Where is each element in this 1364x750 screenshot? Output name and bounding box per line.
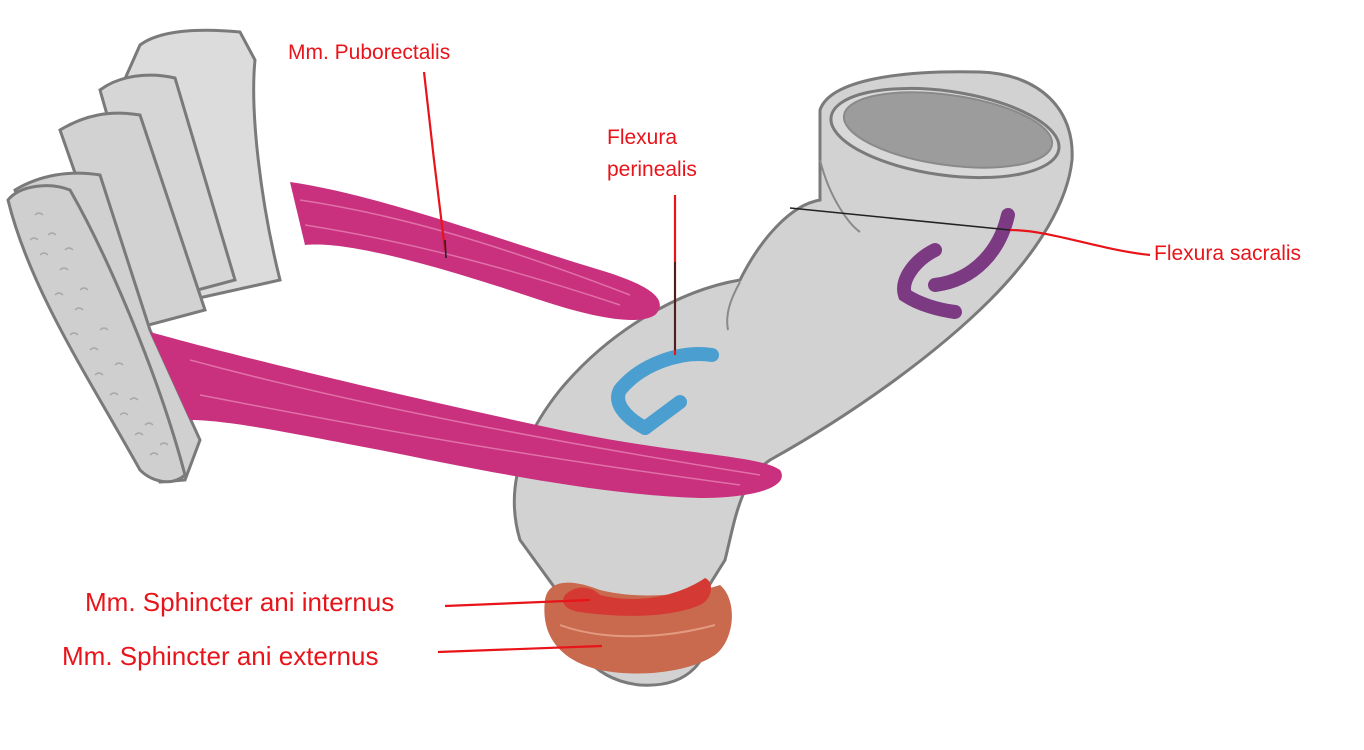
pubic-bone bbox=[6, 28, 282, 484]
leader-sphincter-internus bbox=[444, 598, 591, 608]
leader-flexura-sacralis bbox=[1009, 228, 1151, 257]
sphincter-ani-internus bbox=[563, 578, 712, 616]
label-flexura-perinealis-line2: perinealis bbox=[607, 158, 697, 181]
puborectalis-upper bbox=[290, 182, 660, 320]
curved-arrow-icon bbox=[897, 208, 1015, 319]
label-flexura-perinealis: Flexura perinealis bbox=[607, 122, 767, 186]
leader-puborectalis bbox=[422, 71, 447, 251]
leader-sphincter-externus bbox=[437, 644, 603, 654]
puborectalis-lower bbox=[150, 332, 782, 498]
label-sphincter-internus: Mm. Sphincter ani internus bbox=[85, 587, 395, 617]
bone-texture bbox=[29, 212, 169, 456]
black-pointer-lines bbox=[444, 207, 1011, 350]
label-sphincter-externus: Mm. Sphincter ani externus bbox=[62, 641, 379, 671]
curved-arrow-icon bbox=[611, 347, 719, 435]
label-puborectalis: Mm. Puborectalis bbox=[288, 41, 451, 64]
label-flexura-sacralis: Flexura sacralis bbox=[1154, 242, 1302, 265]
label-flexura-perinealis-line1: Flexura bbox=[607, 126, 678, 149]
